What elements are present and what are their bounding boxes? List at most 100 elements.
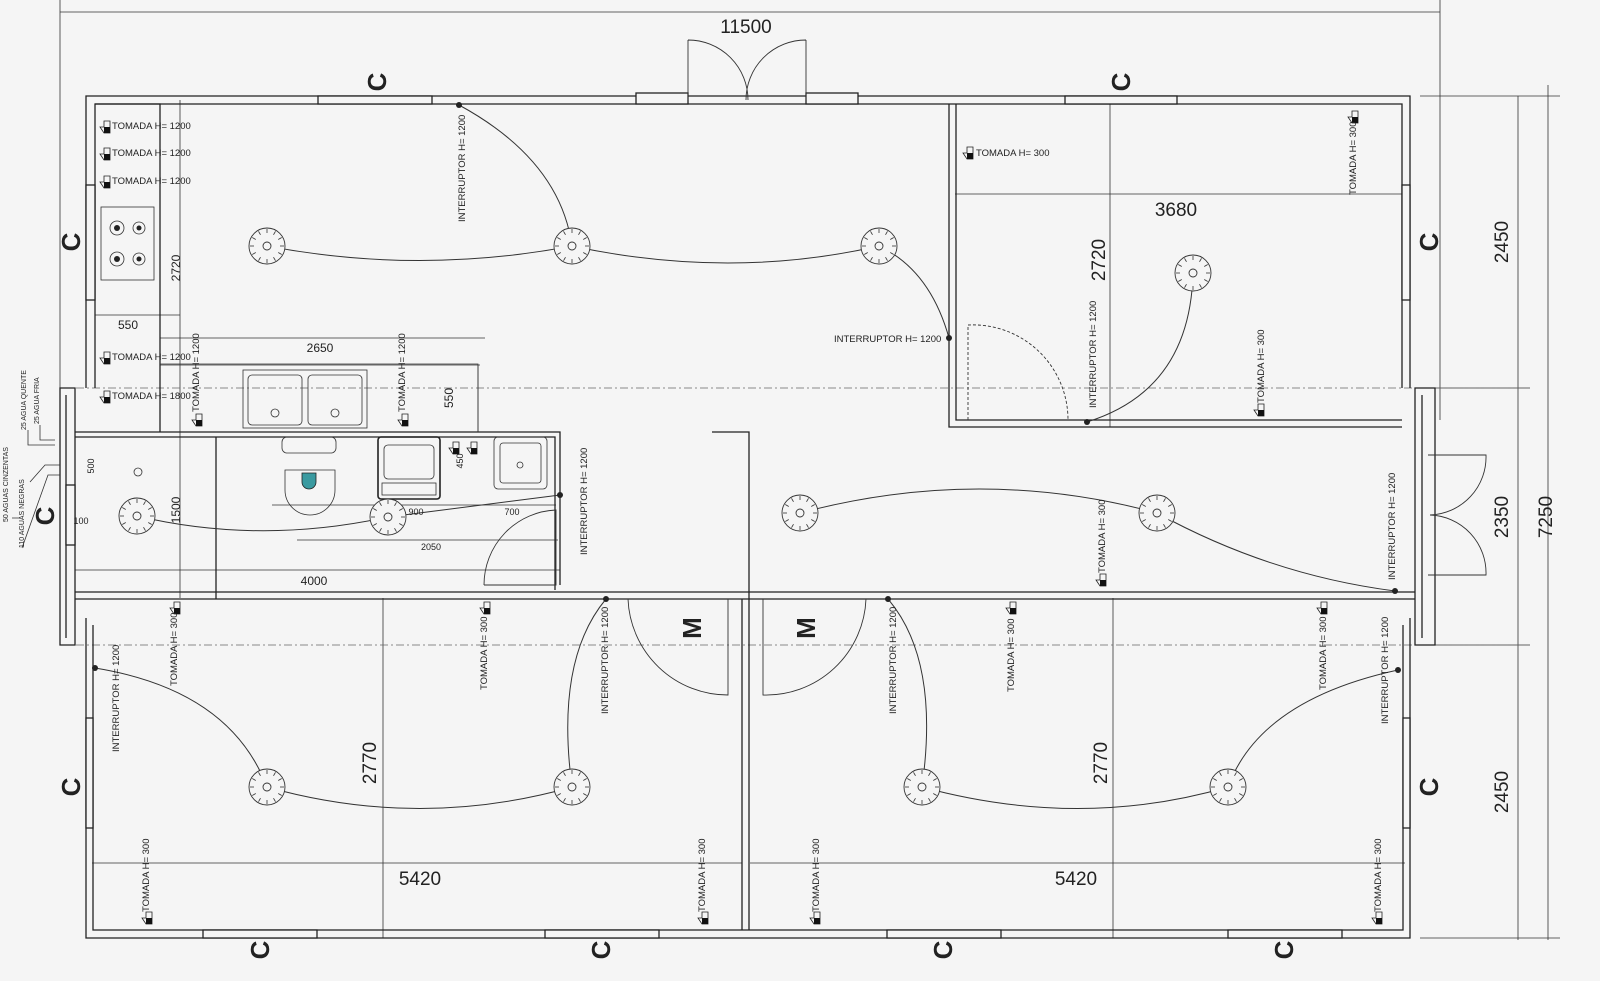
outlet-label: TOMADA H= 300 [169, 613, 180, 686]
ceiling-light-icon [1174, 254, 1212, 292]
ceiling-light-icon [553, 768, 591, 806]
outlet-icon [809, 911, 821, 925]
outlet-icon [141, 911, 153, 925]
outlet-icon [1347, 110, 1359, 124]
outlet-label: TOMADA H= 300 [479, 617, 490, 690]
outlet-icon [397, 413, 409, 427]
dim-right-middle: 2350 [1492, 496, 1513, 538]
window-mark: C [1269, 940, 1299, 959]
switch-label: INTERRUPTOR H= 1200 [579, 448, 590, 555]
dim-right-bottom: 2450 [1492, 771, 1513, 813]
ceiling-light-icon [553, 227, 591, 265]
outlet-label: TOMADA H= 1800 [112, 391, 191, 402]
dim-overall-width: 11500 [720, 17, 771, 38]
window-mark: C [1414, 232, 1444, 251]
dim-right-total: 7250 [1536, 496, 1557, 538]
outlet-icon [466, 441, 478, 455]
ceiling-light-icon [118, 497, 156, 535]
switch-label: INTERRUPTOR H= 1200 [888, 607, 899, 714]
dim-counter-length: 2650 [307, 341, 334, 355]
outlet-icon [448, 441, 460, 455]
dim-bedroom-left-width: 5420 [399, 869, 441, 890]
outlet-label: TOMADA H= 1200 [112, 148, 191, 159]
switch-label: INTERRUPTOR H= 1200 [1387, 473, 1398, 580]
outlet-label: TOMADA H= 1200 [397, 333, 408, 412]
outlet-icon [479, 601, 491, 615]
outlet-icon [1253, 403, 1265, 417]
dim-bedroom-right-width: 5420 [1055, 869, 1097, 890]
dim-2050: 2050 [421, 542, 441, 552]
outlet-icon [191, 413, 203, 427]
walls [59, 92, 1436, 939]
switch-label: INTERRUPTOR H= 1200 [111, 645, 122, 752]
dim-right-top: 2450 [1492, 221, 1513, 263]
outlet-icon [1316, 601, 1328, 615]
outlet-label: TOMADA H= 1200 [112, 121, 191, 132]
pipe-labels: 25 AGUA QUENTE 25 AGUA FRIA 50 AGUAS CIN… [3, 370, 60, 549]
outlet-icon [99, 390, 111, 404]
outlet-label: TOMADA H= 300 [976, 148, 1049, 159]
window-mark: C [30, 506, 60, 525]
wiring [92, 102, 1401, 809]
outlet-label: TOMADA H= 300 [1097, 500, 1108, 573]
fixtures [100, 206, 548, 516]
outlet-icon [99, 147, 111, 161]
window-mark: C [56, 232, 86, 251]
outlet-label: TOMADA H= 1200 [112, 352, 191, 363]
dim-450: 450 [455, 453, 465, 468]
outlet-label: TOMADA H= 300 [141, 839, 152, 912]
opening-marks: C C C C C C C C C C C M M [30, 72, 1444, 959]
window-mark: C [1106, 72, 1136, 91]
dim-kitchen-length: 2720 [169, 254, 183, 281]
pipe-hot-water: 25 AGUA QUENTE [21, 370, 28, 430]
outlet-symbols [99, 110, 1383, 925]
dim-bath-depth: 1500 [169, 496, 183, 523]
ceiling-light-icon [248, 768, 286, 806]
ceiling-light-icon [860, 227, 898, 265]
kitchen-sink [242, 369, 368, 429]
ceiling-light-icon [369, 498, 407, 536]
outlet-label: TOMADA H= 300 [1318, 617, 1329, 690]
outlet-label: TOMADA H= 1200 [191, 333, 202, 412]
outlet-label: TOMADA H= 300 [697, 839, 708, 912]
window-mark: C [56, 777, 86, 796]
door-mark: M [677, 617, 707, 639]
outlet-label: TOMADA H= 300 [1256, 330, 1267, 403]
outlet-label: TOMADA H= 300 [1006, 619, 1017, 692]
window-mark: C [1414, 777, 1444, 796]
dim-700: 700 [504, 507, 519, 517]
outlet-icon [1095, 573, 1107, 587]
ceiling-light-icon [1138, 494, 1176, 532]
outlet-label: TOMADA H= 300 [811, 839, 822, 912]
dim-4000: 4000 [301, 574, 328, 588]
outlet-label: TOMADA H= 300 [1373, 839, 1384, 912]
outlet-label: TOMADA H= 1200 [112, 176, 191, 187]
washing-machine [377, 436, 441, 500]
dim-pipe-offset: 500 [86, 458, 96, 473]
ceiling-lights [118, 227, 1247, 806]
outlet-icon [99, 351, 111, 365]
window-mark: C [245, 940, 275, 959]
doors [483, 39, 1487, 696]
dim-counter-depth: 550 [442, 388, 456, 408]
outlet-labels: TOMADA H= 1200 TOMADA H= 1200 TOMADA H= … [112, 121, 1384, 912]
dim-bedroom-right-height: 2770 [1091, 742, 1112, 784]
switch-label: INTERRUPTOR H= 1200 [457, 115, 468, 222]
switch-label: INTERRUPTOR H= 1200 [834, 334, 941, 345]
ceiling-light-icon [248, 227, 286, 265]
stove [100, 206, 155, 281]
outlet-icon [962, 146, 974, 160]
ceiling-light-icon [903, 768, 941, 806]
outlet-icon [697, 911, 709, 925]
pipe-grey-water: 50 AGUAS CINZENTAS [3, 447, 10, 522]
dimension-labels: 11500 3680 2720 2450 2350 7250 2450 2720… [73, 17, 1557, 890]
outlet-icon [99, 175, 111, 189]
switch-label: INTERRUPTOR H= 1200 [600, 607, 611, 714]
dim-bedroom-left-height: 2770 [360, 742, 381, 784]
door-mark: M [791, 617, 821, 639]
switch-labels: INTERRUPTOR H= 1200 INTERRUPTOR H= 1200 … [111, 115, 1398, 752]
dim-room-height: 2720 [1089, 239, 1110, 281]
floor-drain [133, 467, 143, 477]
outlet-label: TOMADA H= 300 [1348, 122, 1359, 195]
